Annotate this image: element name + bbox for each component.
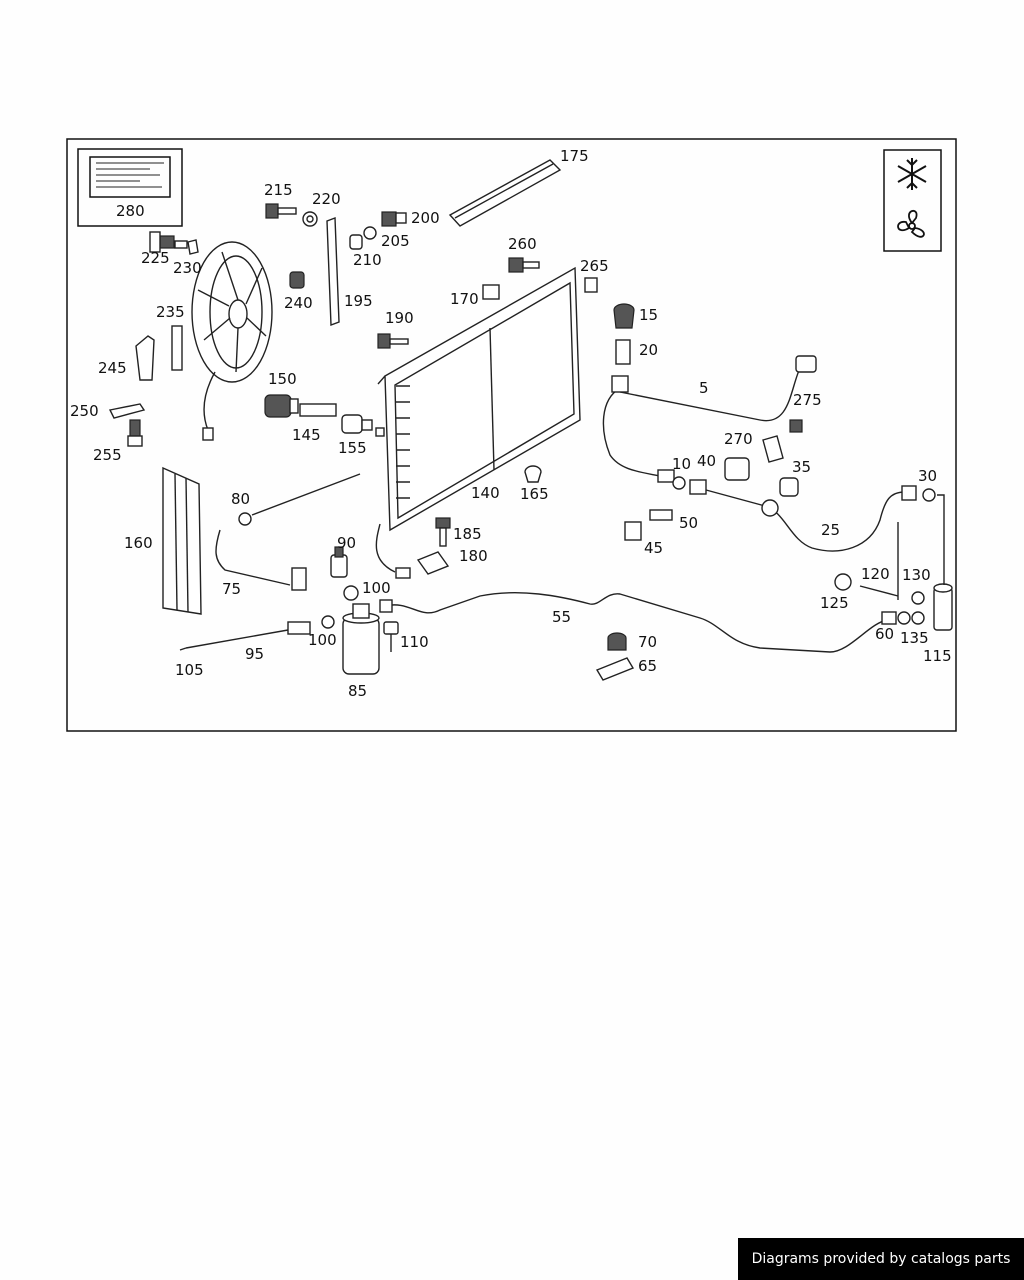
callout-label: 130 <box>902 566 931 584</box>
callout-label: 165 <box>520 485 549 503</box>
callout-label: 80 <box>231 490 250 508</box>
callout-label: 195 <box>344 292 373 310</box>
fan-assembly <box>191 241 273 441</box>
footer-credit: Diagrams provided by catalogs parts <box>738 1238 1024 1280</box>
callout-label: 240 <box>284 294 313 312</box>
callout-label: 15 <box>639 306 658 324</box>
fan-brackets <box>108 231 199 447</box>
callout-label: 145 <box>292 426 321 444</box>
callout-label: 75 <box>222 580 241 598</box>
fittings-right <box>624 419 803 541</box>
callout-label: 25 <box>821 521 840 539</box>
callout-label: 280 <box>116 202 145 220</box>
line-55 <box>379 592 897 653</box>
callout-label: 220 <box>312 190 341 208</box>
callout-label: 30 <box>918 467 937 485</box>
hose-5 <box>602 355 817 483</box>
label-plate-280 <box>77 148 183 227</box>
callout-label: 185 <box>453 525 482 543</box>
callout-label: 70 <box>638 633 657 651</box>
hose-25 <box>689 479 936 552</box>
fan-icon <box>897 209 925 238</box>
callout-label: 215 <box>264 181 293 199</box>
line-75 <box>215 473 361 591</box>
callout-label: 255 <box>93 446 122 464</box>
callout-label: 50 <box>679 514 698 532</box>
callout-label: 260 <box>508 235 537 253</box>
callout-label: 155 <box>338 439 367 457</box>
callout-label: 200 <box>411 209 440 227</box>
callout-label: 230 <box>173 259 202 277</box>
callout-label: 170 <box>450 290 479 308</box>
callout-labels: 5 10 15 20 25 30 35 40 45 50 55 60 65 70… <box>70 147 952 700</box>
receiver-drier-85 <box>321 603 399 675</box>
callout-label: 210 <box>353 251 382 269</box>
switch-90 <box>330 546 359 601</box>
hose-fittings-left <box>264 394 385 437</box>
callout-label: 235 <box>156 303 185 321</box>
sensor-cable-95 <box>179 621 311 651</box>
condenser <box>377 266 581 532</box>
callout-label: 160 <box>124 534 153 552</box>
callout-label: 105 <box>175 661 204 679</box>
air-guide-160 <box>162 466 202 615</box>
callout-label: 250 <box>70 402 99 420</box>
callout-label: 175 <box>560 147 589 165</box>
callout-label: 55 <box>552 608 571 626</box>
callout-label: 180 <box>459 547 488 565</box>
drier-115 <box>834 494 953 631</box>
callout-label: 120 <box>861 565 890 583</box>
symbol-box <box>883 149 942 252</box>
callout-label: 65 <box>638 657 657 675</box>
callout-label: 40 <box>697 452 716 470</box>
callout-label: 275 <box>793 391 822 409</box>
callout-label: 10 <box>672 455 691 473</box>
callout-label: 270 <box>724 430 753 448</box>
callout-label: 205 <box>381 232 410 250</box>
callout-label: 140 <box>471 484 500 502</box>
fasteners-top <box>265 203 409 349</box>
callout-label: 5 <box>699 379 709 397</box>
callout-label: 85 <box>348 682 367 700</box>
callout-label: 60 <box>875 625 894 643</box>
condenser-mount-parts <box>482 257 598 483</box>
diagram-frame <box>66 138 957 732</box>
callout-label: 100 <box>362 579 391 597</box>
callout-label: 95 <box>245 645 264 663</box>
callout-label: 115 <box>923 647 952 665</box>
callout-label: 90 <box>337 534 356 552</box>
clamp-180-185 <box>375 517 451 579</box>
callout-label: 135 <box>900 629 929 647</box>
snowflake-icon <box>897 158 927 190</box>
seal-strip-175 <box>448 159 562 227</box>
callout-label: 190 <box>385 309 414 327</box>
callout-label: 150 <box>268 370 297 388</box>
callout-label: 100 <box>308 631 337 649</box>
callout-label: 35 <box>792 458 811 476</box>
callout-label: 110 <box>400 633 429 651</box>
callout-label: 265 <box>580 257 609 275</box>
callout-label: 20 <box>639 341 658 359</box>
callout-label: 45 <box>644 539 663 557</box>
fittings-15-20 <box>613 303 635 365</box>
callout-label: 245 <box>98 359 127 377</box>
callout-label: 225 <box>141 249 170 267</box>
clip-65-70 <box>595 632 635 681</box>
callout-label: 125 <box>820 594 849 612</box>
